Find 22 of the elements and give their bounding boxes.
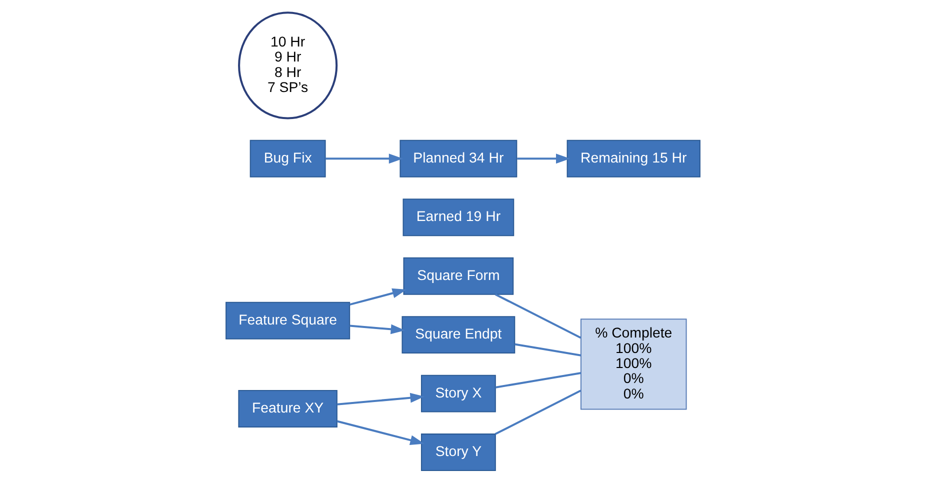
- node-box: Feature Square: [225, 302, 350, 340]
- connector: [494, 390, 581, 435]
- node-box: % Complete 100% 100% 0% 0%: [580, 318, 686, 410]
- node-box: Square Endpt: [401, 316, 515, 354]
- connector: [514, 343, 580, 356]
- arrow: [348, 288, 406, 306]
- arrow: [349, 324, 405, 334]
- connector: [495, 372, 581, 388]
- arrow: [336, 392, 424, 406]
- arrow: [336, 420, 424, 446]
- arrow: [516, 154, 570, 164]
- node-box: Earned 19 Hr: [402, 198, 514, 236]
- node-circle: 10 Hr 9 Hr 8 Hr 7 SP’s: [238, 12, 338, 120]
- node-box: Remaining 15 Hr: [566, 140, 700, 178]
- node-box: Story Y: [420, 434, 496, 472]
- node-box: Bug Fix: [249, 140, 326, 178]
- node-box: Story X: [420, 374, 496, 412]
- node-box: Planned 34 Hr: [399, 140, 517, 178]
- arrow: [324, 154, 403, 164]
- connector: [494, 293, 581, 339]
- node-box: Feature XY: [238, 390, 337, 428]
- node-box: Square Form: [402, 257, 514, 295]
